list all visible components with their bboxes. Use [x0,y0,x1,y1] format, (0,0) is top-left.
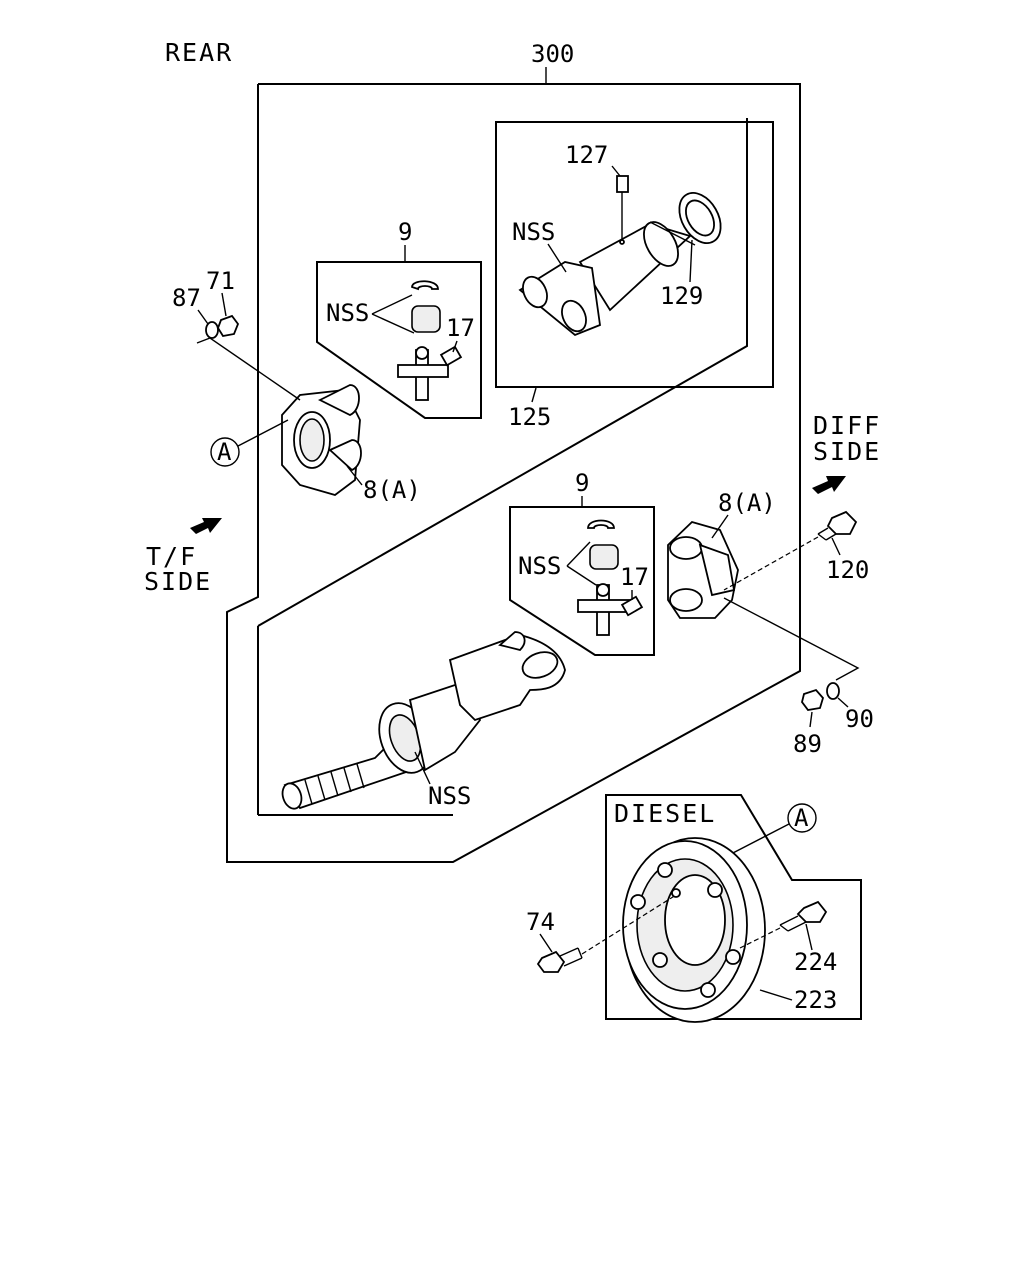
flange-yoke-upper [281,384,362,496]
part-127-leader [611,165,621,177]
tf-side-arrow-icon [190,518,222,534]
assembly-outline [226,83,801,863]
nss-sleeve-leader [547,243,567,273]
nut-89 [801,688,825,711]
part-71-label: 71 [206,267,235,295]
part-223-leader [759,989,793,1001]
ref-a-upper-leader [237,419,289,447]
part-125-label: 125 [508,403,551,431]
part-8a-label-right: 8(A) [718,489,776,517]
part-87-label: 87 [172,284,201,312]
diesel-label: DIESEL [614,799,716,828]
nss-label-ujoint-upper: NSS [326,299,369,327]
ref-a-circle-diesel [787,803,817,833]
part-71-leader [221,292,227,317]
part-9-label-lower: 9 [575,469,589,497]
washer-87 [205,321,219,339]
fastener-upper-leader [196,337,301,401]
nss-lower-leader-b [566,565,597,586]
bolt-120-path [723,536,819,591]
ref-a-circle-upper [210,437,240,467]
part-8a-label-upper: 8(A) [363,476,421,504]
bolt-74-path [581,894,677,955]
assembly-number-label: 300 [531,40,574,68]
part-89-leader [809,711,813,728]
nss-shaft-leader [414,751,431,785]
nss-label-ujoint-lower: NSS [518,552,561,580]
propeller-shaft [281,631,566,810]
part-8a-upper-leader [346,465,363,486]
washer-90 [826,682,840,700]
bolt-74 [536,947,583,973]
diesel-box [605,794,862,1020]
nss-label-sleeve: NSS [512,218,555,246]
ujoint-upper [397,280,463,401]
ujoint-kit-box-lower [509,506,655,656]
diff-side-label-2: SIDE [813,437,881,466]
nss-upper-leader-a [371,294,413,315]
part-90-leader [837,697,849,708]
part-223-label: 223 [794,986,837,1014]
sleeve-yoke-box [495,121,774,388]
sleeve-yoke-tube [518,221,696,337]
nss-label-shaft: NSS [428,782,471,810]
part-90-label: 90 [845,705,874,733]
part-125-leader [531,387,537,403]
tf-side-label-2: SIDE [144,567,212,596]
bolt-224 [779,900,828,932]
ujoint-lower [577,519,644,636]
rear-label: REAR [165,38,233,67]
part-224-label: 224 [794,948,837,976]
part-127-label: 127 [565,141,608,169]
part-129-leader [689,239,693,283]
part-224-leader [805,923,813,951]
diff-side-arrow-icon [812,476,846,494]
grease-nipple-127 [616,175,629,245]
flange-yoke-right [667,520,739,619]
part-74-label: 74 [526,908,555,936]
seal-129 [678,192,722,244]
shaft-section-outline [257,118,748,627]
damper-223 [622,837,766,1023]
part-8a-right-leader [711,514,729,539]
part-120-label: 120 [826,556,869,584]
ref-a-label-diesel: A [794,804,809,832]
diff-side-label-1: DIFF [813,411,881,440]
nss-upper-leader-b [371,313,415,334]
part-120-leader [831,537,841,556]
part-129-label: 129 [660,282,703,310]
part-17-label-upper: 17 [446,314,475,342]
nut-71 [217,314,240,337]
fastener-right-leader [723,597,860,681]
bolt-120 [817,510,858,541]
nss-lower-leader-a [566,541,591,567]
ujoint-kit-box-upper [316,261,482,419]
part-9-label-upper: 9 [398,218,412,246]
ref-a-label-upper: A [217,438,232,466]
part-17-label-lower: 17 [620,563,649,591]
part-87-leader [197,309,209,325]
part-17-upper-leader [452,340,458,353]
part-74-leader [539,933,553,953]
tf-side-label-1: T/F [146,542,197,571]
part-89-label: 89 [793,730,822,758]
